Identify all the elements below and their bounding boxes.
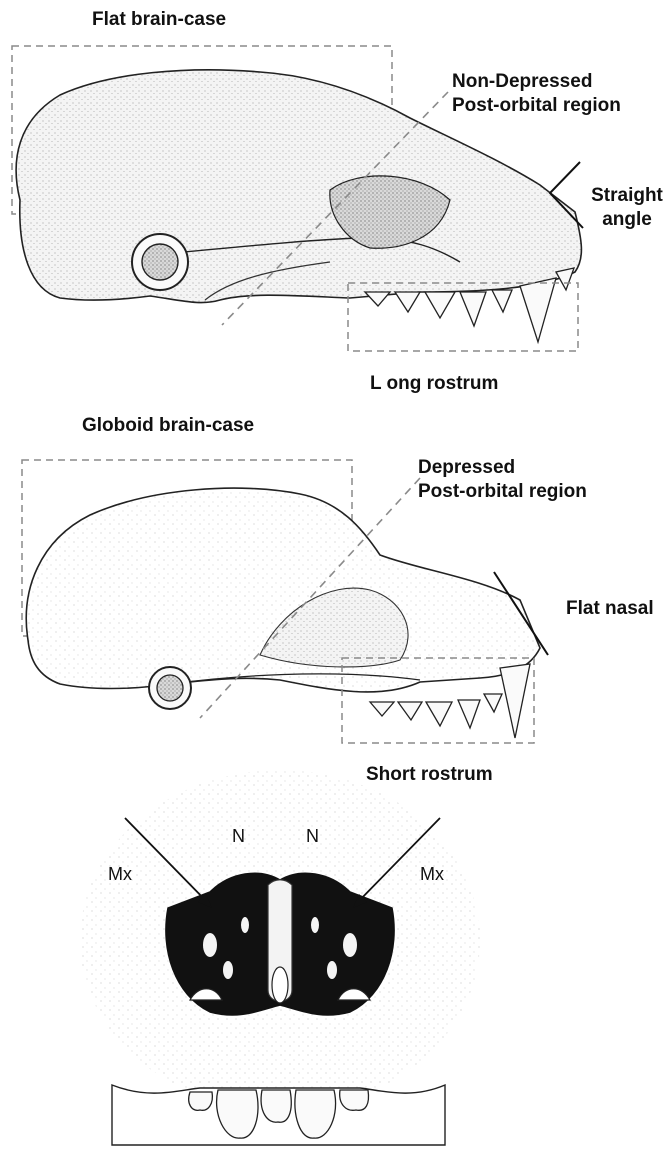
label-n-right: N: [306, 824, 319, 848]
label-n-left: N: [232, 824, 245, 848]
label-depressed-line1: Depressed: [418, 456, 638, 480]
nasal-view-drawing: [80, 770, 480, 1145]
label-nondepressed-postorbital: Non-Depressed Post-orbital region: [452, 70, 670, 118]
label-mx-right: Mx: [420, 862, 444, 886]
label-long-rostrum: L ong rostrum: [370, 372, 498, 396]
label-straight-line2: angle: [584, 208, 670, 232]
label-nondepressed-line1: Non-Depressed: [452, 70, 670, 94]
label-nondepressed-line2: Post-orbital region: [452, 94, 670, 118]
label-depressed-line2: Post-orbital region: [418, 480, 638, 504]
label-depressed-postorbital: Depressed Post-orbital region: [418, 456, 638, 504]
label-mx-left: Mx: [108, 862, 132, 886]
label-straight-angle: Straight angle: [584, 184, 670, 232]
label-globoid-braincase: Globoid brain-case: [82, 414, 254, 438]
label-short-rostrum: Short rostrum: [366, 763, 493, 787]
label-straight-line1: Straight: [584, 184, 670, 208]
label-flat-nasal: Flat nasal: [566, 597, 654, 621]
label-flat-braincase: Flat brain-case: [92, 8, 226, 32]
